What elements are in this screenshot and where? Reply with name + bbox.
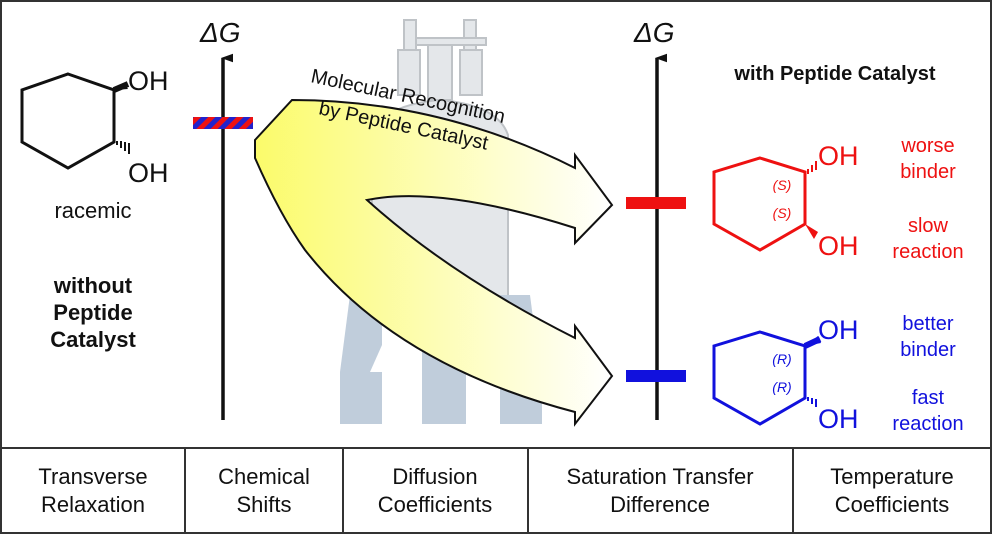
oh-label: OH: [818, 404, 859, 434]
stereo-descriptor: (S): [773, 177, 792, 193]
reaction-note: slow: [908, 215, 949, 237]
rr-energy-bar: [626, 370, 686, 382]
technique-cell: Transverse: [38, 464, 147, 489]
technique-cell: Difference: [610, 492, 710, 517]
right-delta-g-label: ΔG: [633, 17, 675, 48]
binder-note: binder: [900, 161, 956, 183]
oh-label: OH: [818, 141, 859, 171]
technique-cell: Diffusion: [392, 464, 477, 489]
technique-cell: Chemical: [218, 464, 310, 489]
condition-label: without: [53, 273, 133, 298]
racemic-energy-bar: [193, 117, 253, 129]
oh-label: OH: [818, 315, 859, 345]
binder-note: better: [902, 313, 953, 335]
technique-cell: Shifts: [236, 492, 291, 517]
stereo-descriptor: (S): [773, 205, 792, 221]
condition-label: Catalyst: [50, 327, 136, 352]
technique-cell: Relaxation: [41, 492, 145, 517]
reaction-note: fast: [912, 387, 945, 409]
technique-cell: Coefficients: [378, 492, 493, 517]
reaction-note: reaction: [892, 241, 963, 263]
ss-diol-structure: [712, 156, 818, 252]
ss-energy-bar: [626, 197, 686, 209]
oh-label: OH: [818, 231, 859, 261]
stereo-descriptor: (R): [772, 351, 791, 367]
reaction-note: reaction: [892, 413, 963, 435]
oh-label: OH: [128, 158, 169, 188]
rr-diol-structure: [712, 330, 822, 426]
recognition-arrow: [254, 98, 614, 427]
with-catalyst-title: with Peptide Catalyst: [733, 63, 935, 85]
oh-label: OH: [128, 66, 169, 96]
left-delta-g-label: ΔG: [199, 17, 241, 48]
binder-note: worse: [900, 135, 954, 157]
stereo-descriptor: (R): [772, 379, 791, 395]
condition-label: Peptide: [53, 300, 132, 325]
technique-cell: Temperature: [830, 464, 954, 489]
technique-cell: Coefficients: [835, 492, 950, 517]
racemic-diol-structure: [20, 72, 130, 170]
binder-note: binder: [900, 339, 956, 361]
racemic-label: racemic: [54, 198, 131, 223]
technique-cell: Saturation Transfer: [566, 464, 753, 489]
